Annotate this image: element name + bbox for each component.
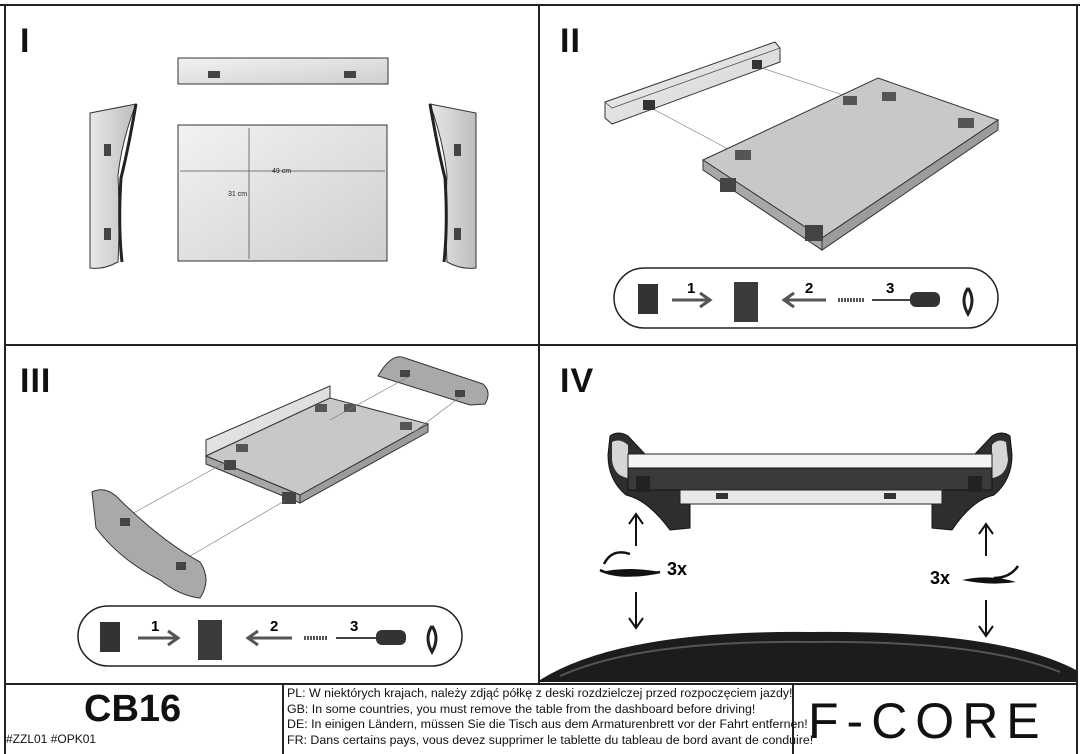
side-bracket-slot: [454, 228, 461, 240]
board-clip: [720, 178, 736, 192]
frame-right: [1076, 4, 1078, 754]
brand-logo: F-CORE: [808, 693, 1048, 749]
board-clip: [843, 96, 857, 105]
board-clip: [882, 92, 896, 101]
frame-middle-vertical: [538, 4, 540, 683]
table-board: [177, 124, 388, 262]
safety-notes: PL: W niektórych krajach, należy zdjąć p…: [287, 686, 814, 748]
table-board: [627, 453, 993, 469]
frame-footer-top: [4, 683, 1076, 685]
rotate-arrow-icon: [993, 565, 1020, 580]
side-bracket-slot: [454, 144, 461, 156]
width-label: 49 cm: [272, 168, 291, 175]
note-gb: GB: In some countries, you must remove t…: [287, 701, 756, 716]
clip-icon: [638, 284, 658, 314]
panel-number-3: III: [20, 362, 52, 400]
arrow-right-icon: [672, 291, 713, 309]
arrow-down-icon: [628, 592, 644, 630]
frame-top: [0, 4, 1080, 6]
panel-number-2: II: [560, 22, 581, 60]
step-number-2: 2: [270, 618, 278, 635]
board-clip: [958, 118, 974, 128]
board-clip: [805, 225, 823, 241]
arrow-up-icon: [978, 522, 994, 556]
right-side-bracket: [377, 356, 489, 406]
panel4-parts: [540, 432, 1076, 682]
note-de: DE: In einigen Ländern, müssen Sie die T…: [287, 717, 808, 732]
step-number-3: 3: [350, 618, 358, 635]
step-number-1: 1: [687, 280, 695, 297]
step-bubble: [77, 605, 463, 667]
rotate-icon: [426, 625, 438, 656]
arrow-right-icon: [138, 629, 181, 647]
step-bubble: [613, 267, 999, 329]
right-side-bracket: [429, 103, 477, 269]
frame-footer-divider-2: [792, 683, 794, 754]
front-rail: [604, 41, 781, 125]
panel-number-1: I: [20, 22, 31, 60]
rail-bracket: [643, 100, 655, 110]
left-side-bracket: [89, 103, 137, 269]
frame-footer-divider-1: [282, 683, 284, 754]
step-number-2: 2: [805, 280, 813, 297]
assembled-clip-icon: [198, 620, 222, 660]
arrow-up-icon: [628, 512, 644, 546]
arrow-left-icon: [781, 291, 826, 309]
step-number-1: 1: [151, 618, 159, 635]
arrow-down-icon: [978, 600, 994, 638]
rail-bracket: [344, 71, 356, 78]
height-label: 31 cm: [228, 191, 247, 198]
rail-bracket: [752, 60, 762, 69]
arrow-left-icon: [245, 629, 292, 647]
frame-middle-horizontal: [4, 344, 1076, 346]
clip-icon: [100, 622, 120, 652]
step-number-3: 3: [886, 280, 894, 297]
side-bracket-slot: [104, 228, 111, 240]
left-side-bracket: [91, 489, 207, 599]
note-pl: PL: W niektórych krajach, należy zdjąć p…: [287, 686, 793, 700]
product-tags: #ZZL01 #OPK01: [6, 732, 97, 746]
rail-bracket: [208, 71, 220, 78]
side-bracket-slot: [104, 144, 111, 156]
dashboard-surface: [540, 631, 1076, 682]
assembled-clip-icon: [734, 282, 758, 322]
frame-left: [4, 4, 6, 754]
board-clip: [735, 150, 751, 160]
rotate-icon: [962, 287, 974, 318]
panel1-parts: [89, 57, 477, 269]
rotation-count-left: 3x: [667, 559, 687, 579]
product-code: CB16: [84, 688, 182, 730]
note-fr: FR: Dans certains pays, vous devez suppr…: [287, 732, 814, 747]
panel3-parts: [77, 356, 489, 667]
rotation-count-right: 3x: [930, 568, 950, 588]
front-rail: [679, 489, 943, 505]
panel-number-4: IV: [560, 362, 595, 400]
panel2-parts: [604, 41, 1000, 329]
